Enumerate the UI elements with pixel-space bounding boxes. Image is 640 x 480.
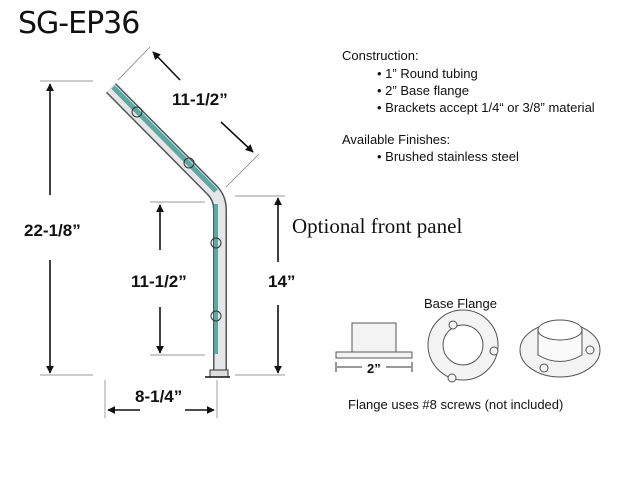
base-flange-side <box>209 369 229 378</box>
depth-label: 8-1/4” <box>135 387 183 406</box>
finish-item: • Brushed stainless steel <box>377 149 519 164</box>
construction-heading: Construction: <box>342 48 419 63</box>
overall-height-label: 22-1/8” <box>24 221 81 240</box>
post-tube <box>106 83 230 378</box>
bracket-icon <box>210 237 222 249</box>
construction-item: • 1” Round tubing <box>377 66 478 81</box>
product-title: SG-EP36 <box>18 6 140 41</box>
angled-panel <box>111 85 218 193</box>
flange-side-view <box>335 322 413 372</box>
post-height-label: 14” <box>268 272 296 291</box>
flange-caption: Flange uses #8 screws (not included) <box>348 397 564 412</box>
bracket-icon <box>183 157 195 169</box>
angled-length-label: 11-1/2” <box>172 90 228 109</box>
optional-panel-label: Optional front panel <box>292 214 463 238</box>
bracket-icon <box>131 106 143 118</box>
construction-item: • Brackets accept 1/4“ or 3/8” material <box>377 100 595 115</box>
finishes-heading: Available Finishes: <box>342 132 451 147</box>
vertical-panel-label: 11-1/2” <box>131 272 187 291</box>
flange-top-view <box>427 309 499 383</box>
flange-3d-view <box>519 319 601 378</box>
flange-width-label: 2” <box>367 361 381 376</box>
construction-item: • 2” Base flange <box>377 83 469 98</box>
bracket-icon <box>210 310 222 322</box>
base-flange-heading: Base Flange <box>424 296 497 311</box>
